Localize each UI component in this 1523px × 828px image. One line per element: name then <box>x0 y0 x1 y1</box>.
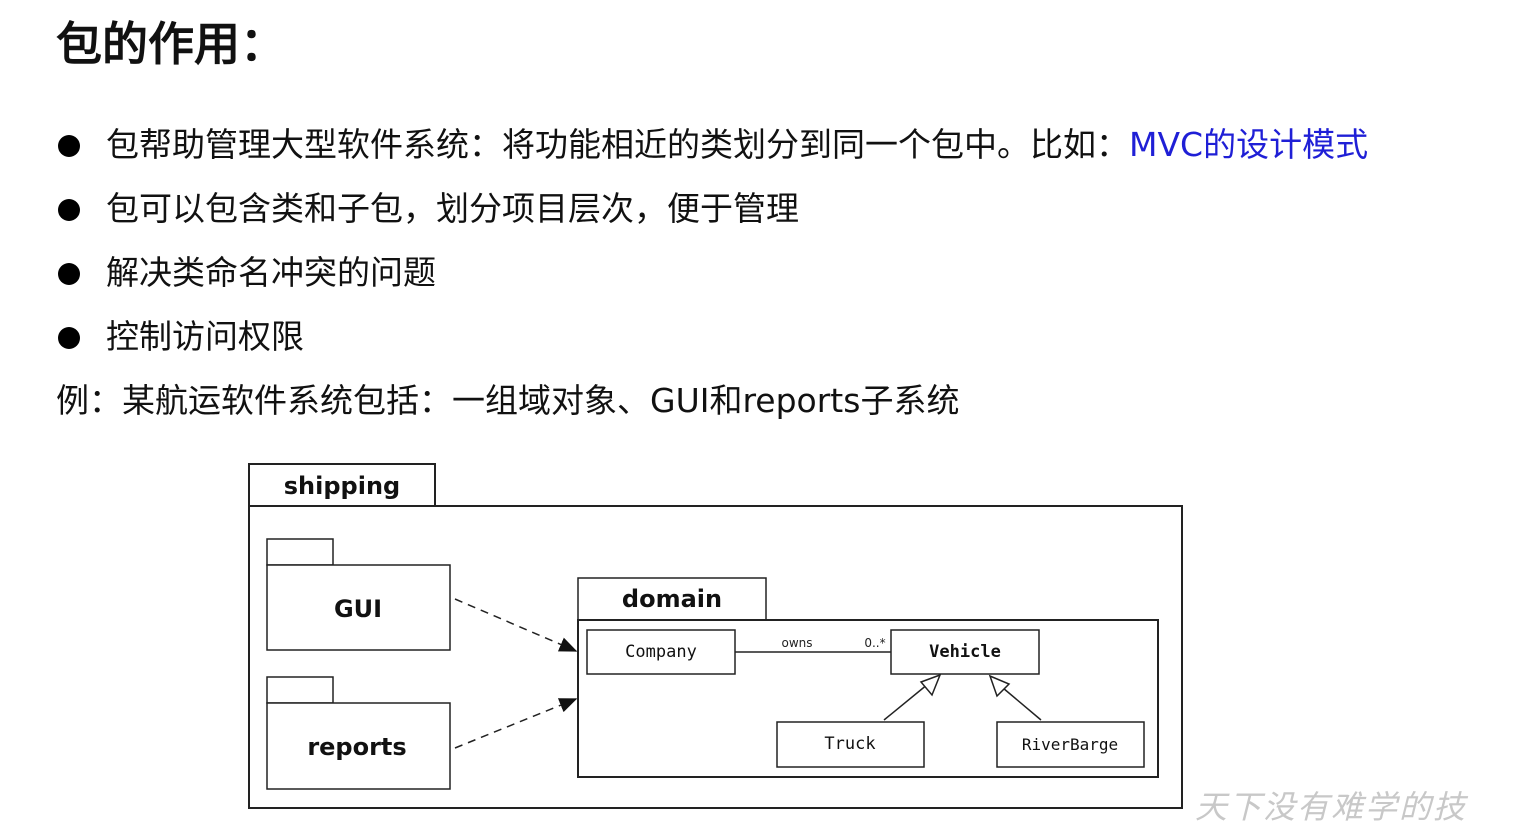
truck-generalization-arrow <box>883 673 942 721</box>
bullet-item: 控制访问权限 <box>56 310 1368 374</box>
company-class: Company <box>586 629 736 675</box>
bullet-list: 包帮助管理大型软件系统：将功能相近的类划分到同一个包中。比如：MVC的设计模式 … <box>56 118 1368 374</box>
gui-package-label: GUI <box>334 595 382 623</box>
vehicle-class-label: Vehicle <box>929 642 1001 662</box>
bullet-text: 包帮助管理大型软件系统：将功能相近的类划分到同一个包中。比如： <box>106 125 1129 164</box>
example-text: 例：某航运软件系统包括：一组域对象、GUI和reports子系统 <box>56 381 960 420</box>
bullet-item: 解决类命名冲突的问题 <box>56 246 1368 310</box>
vehicle-class: Vehicle <box>890 629 1040 675</box>
riverbarge-class: RiverBarge <box>996 721 1145 768</box>
bullet-text: 控制访问权限 <box>106 317 304 356</box>
bullet-text: 解决类命名冲突的问题 <box>106 253 436 292</box>
shipping-package-label: shipping <box>284 472 400 500</box>
riverbarge-generalization-arrow <box>988 674 1042 721</box>
truck-class: Truck <box>776 721 925 768</box>
bullet-dot-icon <box>58 327 80 349</box>
domain-package-label: domain <box>622 585 722 613</box>
slide-title: 包的作用： <box>56 17 286 71</box>
bullet-text: 包可以包含类和子包，划分项目层次，便于管理 <box>106 189 799 228</box>
gui-package: GUI <box>266 538 451 651</box>
bullet-highlight: MVC的设计模式 <box>1129 125 1369 164</box>
bullet-dot-icon <box>58 199 80 221</box>
bullet-item: 包可以包含类和子包，划分项目层次，便于管理 <box>56 182 1368 246</box>
reports-package: reports <box>266 676 451 790</box>
watermark-text: 天下没有难学的技 <box>1195 788 1468 826</box>
bullet-dot-icon <box>58 263 80 285</box>
truck-class-label: Truck <box>824 734 875 754</box>
association-multiplicity: 0..* <box>864 636 885 650</box>
company-class-label: Company <box>625 642 697 662</box>
gui-dependency-arrow <box>454 598 578 652</box>
reports-dependency-arrow <box>454 698 578 749</box>
bullet-dot-icon <box>58 135 80 157</box>
association-label: owns <box>781 636 812 650</box>
reports-package-label: reports <box>307 733 406 761</box>
bullet-item: 包帮助管理大型软件系统：将功能相近的类划分到同一个包中。比如：MVC的设计模式 <box>56 118 1368 182</box>
riverbarge-class-label: RiverBarge <box>1022 735 1118 754</box>
